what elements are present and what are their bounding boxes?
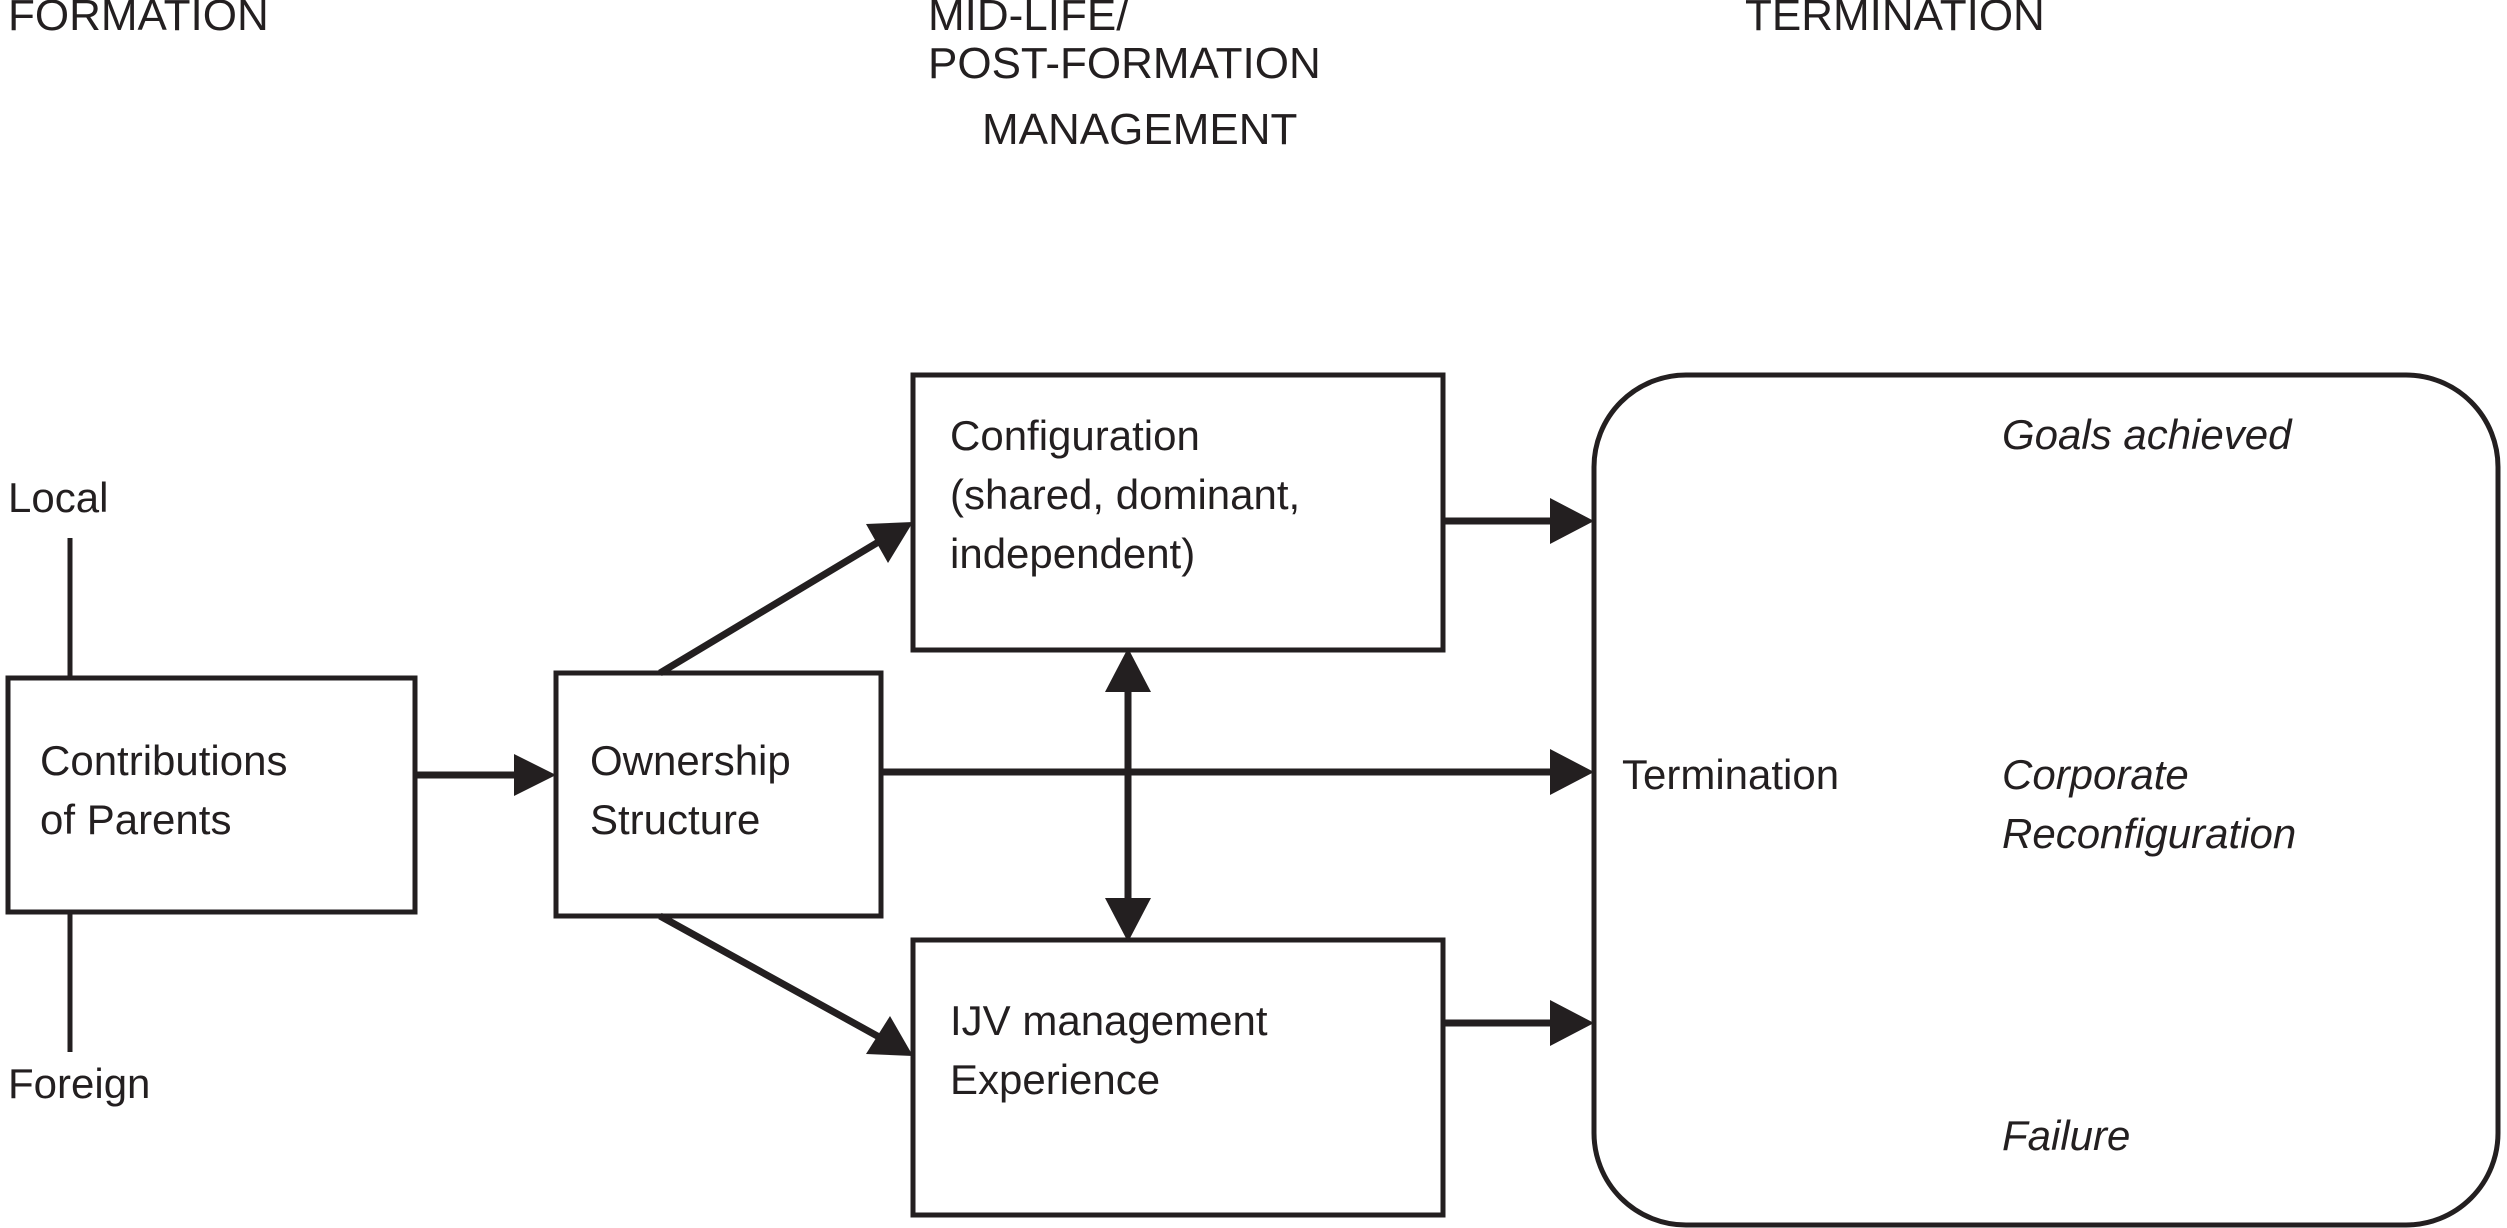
edge-ownership-to-configuration bbox=[658, 531, 892, 677]
arrowhead-ownership-to-ijv-management bbox=[866, 1016, 913, 1056]
arrowhead-contributions-to-ownership bbox=[514, 754, 556, 796]
edge-ownership-to-ijv-management bbox=[658, 912, 892, 1047]
node-contributions-line-2: of Parents bbox=[40, 796, 231, 843]
node-ownership-line-1: Ownership bbox=[590, 737, 791, 784]
arrowhead-ownership-to-configuration bbox=[866, 522, 913, 563]
local-parent-label: Local bbox=[8, 474, 108, 521]
stage-header-midlife-line2: POST-FORMATION bbox=[928, 39, 1321, 88]
stage-header-formation: FORMATION bbox=[8, 0, 269, 40]
termination-label: Termination bbox=[1622, 751, 1839, 798]
node-configuration-line-1: Configuration bbox=[950, 412, 1200, 459]
foreign-parent-label: Foreign bbox=[8, 1060, 150, 1107]
stage-header-termination: TERMINATION bbox=[1745, 0, 2045, 40]
arrowhead-bidirectional-up bbox=[1105, 648, 1151, 692]
outcome-corporate-reconfiguration-line-1: Corporate bbox=[2002, 751, 2189, 798]
node-ownership-line-2: Structure bbox=[590, 796, 760, 843]
node-ijv-management-experience[interactable] bbox=[910, 937, 1446, 1218]
stage-header-midlife-line3: MANAGEMENT bbox=[982, 105, 1297, 154]
node-configuration-line-3: independent) bbox=[950, 530, 1195, 577]
arrowhead-ijv-management-to-termination bbox=[1550, 1000, 1594, 1046]
node-ownership-structure[interactable] bbox=[553, 670, 884, 919]
node-ijv-line-2: Experience bbox=[950, 1056, 1160, 1103]
node-contributions-line-1: Contributions bbox=[40, 737, 287, 784]
termination-outcomes-box[interactable] bbox=[1591, 372, 2501, 1228]
node-configuration[interactable] bbox=[910, 372, 1446, 653]
node-contributions-of-parents[interactable] bbox=[5, 675, 418, 915]
node-ijv-line-1: IJV management bbox=[950, 997, 1268, 1044]
stage-header-midlife-line1: MID-LIFE/ bbox=[928, 0, 1129, 40]
arrowhead-ownership-to-termination bbox=[1550, 749, 1594, 795]
outcome-goals-achieved: Goals achieved bbox=[2002, 411, 2293, 458]
arrowhead-configuration-to-termination bbox=[1550, 498, 1594, 544]
node-configuration-line-2: (shared, dominant, bbox=[950, 471, 1300, 518]
arrowhead-bidirectional-down bbox=[1105, 898, 1151, 942]
outcome-corporate-reconfiguration-line-2: Reconfiguration bbox=[2002, 810, 2296, 857]
outcome-failure: Failure bbox=[2002, 1112, 2130, 1159]
